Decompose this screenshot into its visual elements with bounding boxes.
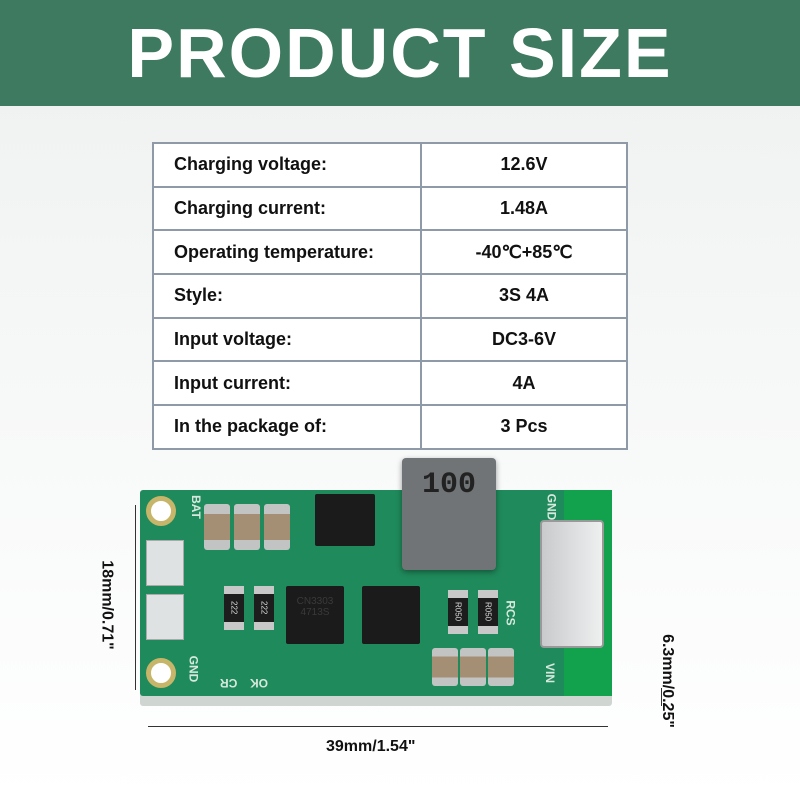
spec-value: -40℃+85℃ [420, 229, 628, 276]
silk-rcs: RCS [503, 600, 518, 626]
spec-value: 4A [420, 360, 628, 407]
resistor: R050 [448, 590, 468, 634]
battery-pad [146, 540, 184, 586]
diode [315, 494, 375, 546]
mount-hole [146, 658, 176, 688]
capacitor [264, 504, 290, 550]
spec-label: Charging current: [152, 185, 422, 232]
inductor: 100 [402, 458, 496, 570]
spec-value: 1.48A [420, 185, 628, 232]
spec-row: Input current:4A [152, 360, 628, 407]
silk-cr: CR [220, 676, 238, 690]
spec-row: In the package of:3 Pcs [152, 404, 628, 450]
page-title: PRODUCT SIZE [127, 14, 673, 92]
thickness-arrow [661, 688, 662, 706]
dim-width: 39mm/1.54" [326, 738, 416, 755]
spec-value: 3S 4A [420, 273, 628, 319]
spec-label: Input current: [152, 360, 422, 407]
capacitor [204, 504, 230, 550]
mount-hole [146, 496, 176, 526]
silk-gnd-right: GND [544, 493, 559, 521]
spec-row: Style:3S 4A [152, 273, 628, 319]
spec-row: Charging voltage:12.6V [152, 142, 628, 188]
spec-row: Charging current:1.48A [152, 185, 628, 232]
spec-label: Operating temperature: [152, 229, 422, 276]
silk-gnd-left: GND [186, 655, 201, 683]
spec-value: DC3-6V [420, 316, 628, 363]
capacitor [432, 648, 458, 686]
spec-row: Operating temperature:-40℃+85℃ [152, 229, 628, 276]
capacitor [460, 648, 486, 686]
dim-thickness: 6.3mm/0.25" [658, 634, 676, 728]
spec-label: In the package of: [152, 404, 422, 450]
title-banner: PRODUCT SIZE [0, 0, 800, 106]
resistor: R050 [478, 590, 498, 634]
battery-pad [146, 594, 184, 640]
silk-vin: VIN [543, 662, 558, 684]
spec-value: 12.6V [420, 142, 628, 188]
spec-label: Input voltage: [152, 316, 422, 363]
height-arrow [135, 505, 136, 690]
silk-bat: BAT [188, 495, 203, 519]
spec-label: Style: [152, 273, 422, 319]
spec-row: Input voltage:DC3-6V [152, 316, 628, 363]
silk-ok: OK [250, 676, 268, 690]
resistor: 222 [224, 586, 244, 630]
capacitor [488, 648, 514, 686]
spec-label: Charging voltage: [152, 142, 422, 188]
spec-value: 3 Pcs [420, 404, 628, 450]
usb-c-port [540, 520, 604, 648]
width-arrow [148, 726, 608, 727]
dim-height: 18mm/0.71" [98, 560, 116, 650]
mosfet-ic [362, 586, 420, 644]
capacitor [234, 504, 260, 550]
resistor: 222 [254, 586, 274, 630]
